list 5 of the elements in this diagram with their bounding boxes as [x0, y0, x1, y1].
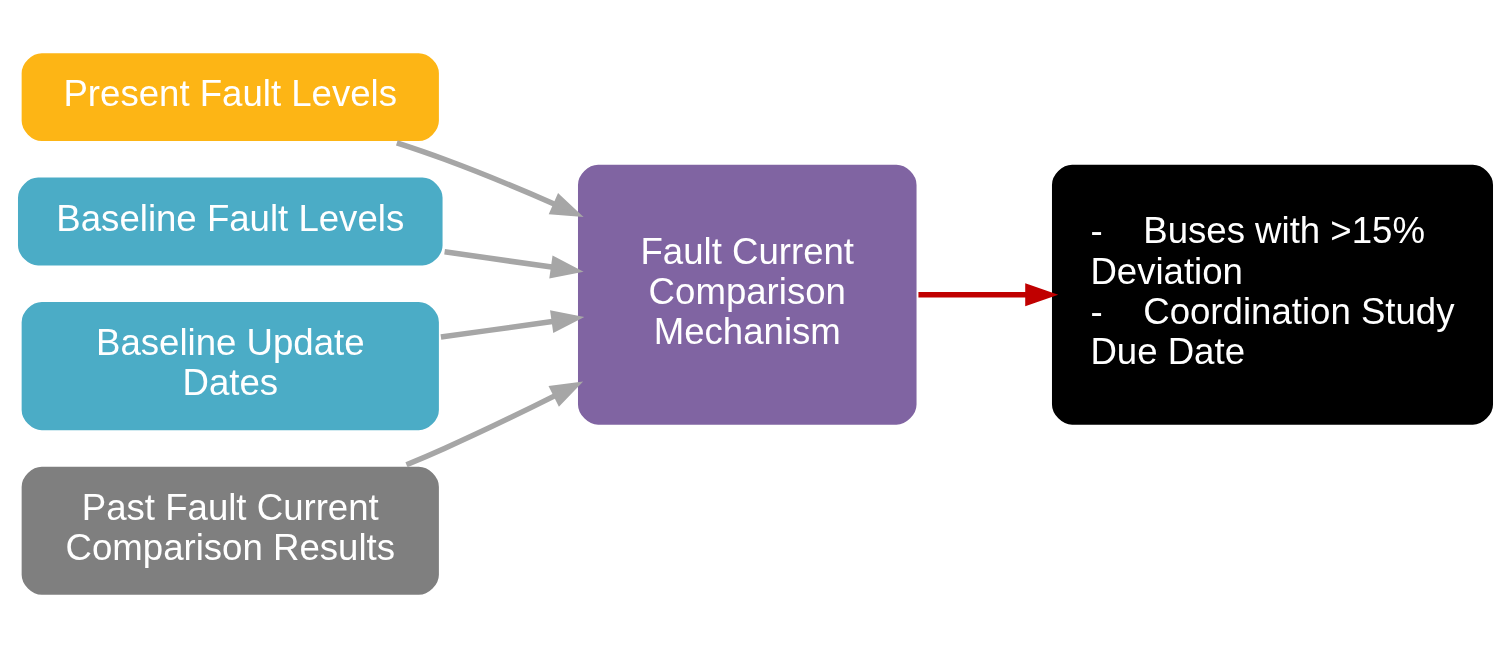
arrow — [440, 309, 585, 340]
arrow — [444, 248, 584, 278]
arrow — [405, 380, 584, 467]
arrow — [396, 139, 584, 217]
arrow — [918, 282, 1059, 306]
